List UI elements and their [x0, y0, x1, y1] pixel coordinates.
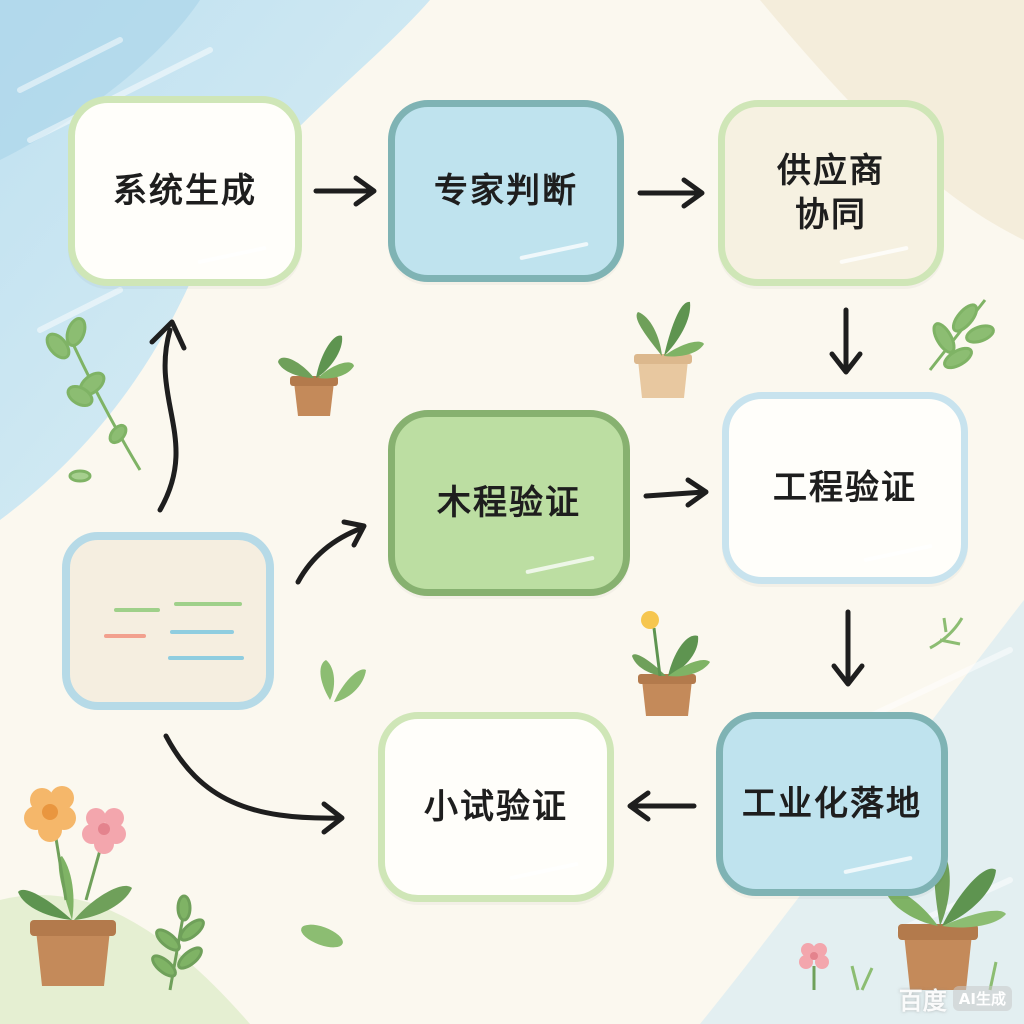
node-label: 专家判断 [434, 169, 578, 213]
arrow-n1-n2 [316, 178, 374, 204]
node-label: 工业化落地 [742, 782, 922, 826]
node-label: 木程验证 [437, 481, 581, 525]
note-line [174, 602, 242, 606]
arrow-note-n4 [298, 522, 364, 582]
node-industrialization: 工业化落地 [716, 712, 948, 896]
node-expert-judgment: 专家判断 [388, 100, 624, 282]
note-line [114, 608, 160, 612]
arrow-n4-n5 [646, 480, 706, 505]
arrow-note-n1 [152, 322, 184, 510]
watermark-badge: AI生成 [953, 986, 1012, 1011]
arrow-n2-n3 [640, 180, 702, 206]
arrow-n3-n5 [832, 310, 860, 372]
node-pilot-validation: 小试验证 [378, 712, 614, 902]
note-line [104, 634, 146, 638]
node-label: 系统生成 [113, 169, 257, 213]
watermark-brand: 百度 [899, 981, 947, 1016]
node-engineering-validation: 工程验证 [722, 392, 968, 584]
node-label: 小试验证 [424, 785, 568, 829]
note-line [168, 656, 244, 660]
watermark: 百度 AI生成 [899, 981, 1012, 1016]
document-note-box [62, 532, 274, 710]
node-system-generation: 系统生成 [68, 96, 302, 286]
arrow-n5-n6 [834, 612, 862, 684]
node-supplier-collaboration: 供应商 协同 [718, 100, 944, 286]
note-line [170, 630, 234, 634]
arrow-note-n7 [166, 736, 342, 832]
node-label: 工程验证 [773, 466, 917, 510]
node-wood-validation: 木程验证 [388, 410, 630, 596]
arrow-n6-n7 [630, 793, 694, 819]
node-label: 供应商 协同 [777, 149, 885, 237]
